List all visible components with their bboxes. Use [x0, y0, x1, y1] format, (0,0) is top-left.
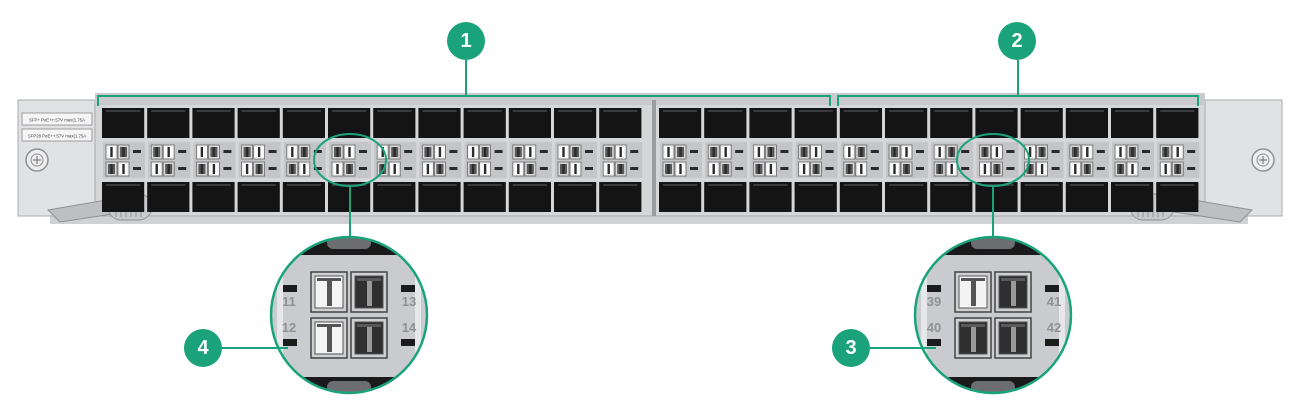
- screw-left: [25, 148, 49, 172]
- top-row-cage: [1020, 108, 1063, 138]
- zoom-left-label-d: 14: [402, 320, 417, 335]
- zoom-right-label-b: 40: [927, 320, 941, 335]
- zoom-left-label-c: 13: [402, 294, 416, 309]
- callout-3: 3: [832, 329, 870, 367]
- bottom-row-cage: [885, 182, 928, 212]
- top-row-cage: [599, 108, 642, 138]
- bottom-row-cage: [975, 182, 1018, 212]
- top-row-cage: [839, 108, 882, 138]
- bottom-row-cage: [1156, 182, 1199, 212]
- bottom-row-cage: [704, 182, 747, 212]
- callout-2: 2: [998, 22, 1036, 60]
- zoom-left-label-b: 12: [282, 320, 296, 335]
- top-row-cage: [749, 108, 792, 138]
- bottom-row-cage: [147, 182, 190, 212]
- highlight-ellipse-right: [956, 133, 1030, 237]
- highlight-ellipse-left: [313, 133, 387, 237]
- top-row-cage: [328, 108, 371, 138]
- bottom-row-cage: [102, 182, 145, 212]
- top-row-cage: [192, 108, 235, 138]
- zoom-left-label-a: 11: [282, 294, 296, 309]
- top-row-cage: [373, 108, 416, 138]
- zoom-detail-right: 39 40 41 42: [913, 235, 1073, 395]
- top-row-cage: [975, 108, 1018, 138]
- bottom-row-cage: [1111, 182, 1154, 212]
- bottom-row-cage: [508, 182, 551, 212]
- top-row-cage: [704, 108, 747, 138]
- top-row-cage: [1156, 108, 1199, 138]
- bottom-row-cage: [659, 182, 702, 212]
- bottom-row-cage: [554, 182, 597, 212]
- bottom-row-cage: [237, 182, 280, 212]
- bottom-row-cage: [1020, 182, 1063, 212]
- rating-label-1: SFP+ PoE++:57V max(1.75A: [29, 118, 85, 123]
- bottom-row-cage: [282, 182, 325, 212]
- bottom-row-cage: [599, 182, 642, 212]
- top-row-cage: [508, 108, 551, 138]
- group-bracket-1: [97, 60, 831, 106]
- callout-1: 1: [447, 22, 485, 60]
- bottom-row-cage: [192, 182, 235, 212]
- zoom-right-label-a: 39: [927, 294, 941, 309]
- rating-label-2: SFP28 PoE++:57V max(1.75A: [28, 134, 86, 139]
- rating-labels: SFP+ PoE++:57V max(1.75A SFP28 PoE++:57V…: [21, 112, 93, 142]
- bottom-row-cage: [930, 182, 973, 212]
- screw-right: [1251, 148, 1275, 172]
- top-row-cage: [554, 108, 597, 138]
- bottom-row-cage: [794, 182, 837, 212]
- zoom-right-label-c: 41: [1047, 294, 1061, 309]
- port-cages: [102, 100, 1200, 216]
- top-row-cage: [282, 108, 325, 138]
- top-row-cage: [1111, 108, 1154, 138]
- top-row-cage: [794, 108, 837, 138]
- zoom-right-label-d: 42: [1047, 320, 1061, 335]
- bottom-row-cage: [373, 182, 416, 212]
- bottom-row-cage: [749, 182, 792, 212]
- top-row-cage: [237, 108, 280, 138]
- top-row-cage: [659, 108, 702, 138]
- top-row-cage: [102, 108, 145, 138]
- top-row-cage: [1065, 108, 1108, 138]
- bottom-row-cage: [839, 182, 882, 212]
- top-row-cage: [463, 108, 506, 138]
- group-bracket-2: [837, 60, 1199, 106]
- zoom-detail-left: 11 12 13 14: [269, 235, 429, 395]
- bottom-row-cage: [463, 182, 506, 212]
- top-row-cage: [418, 108, 461, 138]
- bottom-row-cage: [418, 182, 461, 212]
- callout-4: 4: [184, 329, 222, 367]
- top-row-cage: [930, 108, 973, 138]
- top-row-cage: [147, 108, 190, 138]
- top-row-cage: [885, 108, 928, 138]
- bottom-row-cage: [1065, 182, 1108, 212]
